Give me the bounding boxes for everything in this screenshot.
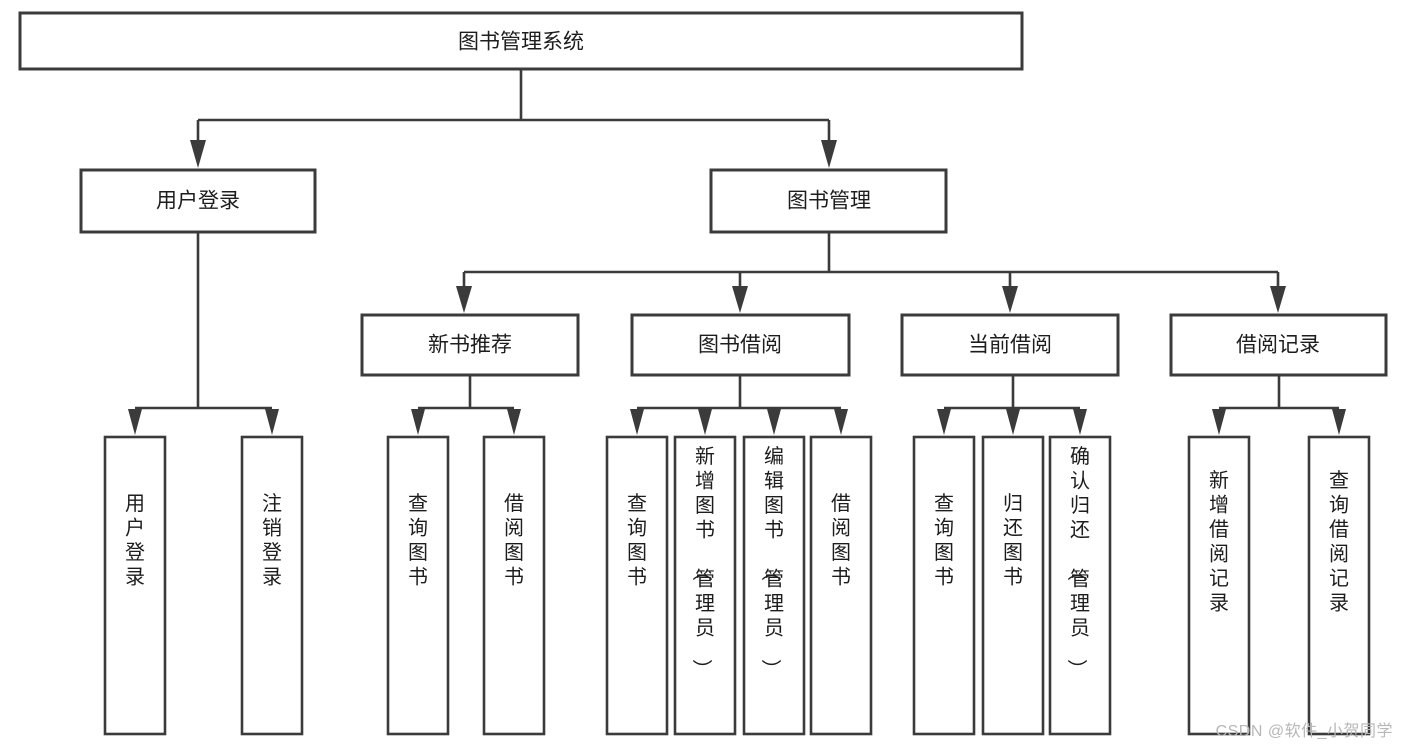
node-user-login-box[interactable]	[79, 168, 317, 234]
node-leaf-query-book-rec-label: 查询图书	[408, 492, 428, 589]
node-leaf-confirm-return-box[interactable]	[1048, 435, 1112, 736]
arrow-head-leaf-confirm-return	[1073, 409, 1087, 435]
node-leaf-confirm-return-label: 确认归还（管理员）	[1065, 445, 1090, 679]
node-leaf-borrow-book-bb-box[interactable]	[809, 435, 873, 736]
node-leaf-user-login-box[interactable]	[103, 435, 167, 736]
arrow-head-book-manage	[821, 140, 837, 168]
node-leaf-borrow-book-bb[interactable]: 借阅图书	[809, 435, 873, 736]
node-leaf-confirm-return[interactable]: 确认归还（管理员）	[1048, 435, 1112, 736]
node-leaf-add-record[interactable]: 新增借阅记录	[1187, 435, 1251, 736]
node-user-login-label: 用户登录	[156, 190, 240, 213]
node-current-borrow-box[interactable]	[900, 313, 1120, 377]
connector-group-book-borrow	[630, 375, 848, 435]
node-leaf-borrow-book-rec-box[interactable]	[482, 435, 546, 736]
node-new-book-rec[interactable]: 新书推荐	[360, 313, 580, 377]
node-leaf-query-book-bb[interactable]: 查询图书	[605, 435, 669, 736]
node-book-manage-label: 图书管理	[787, 190, 871, 213]
connector-group-user-login	[128, 232, 279, 435]
node-leaf-query-record-box[interactable]	[1307, 435, 1371, 736]
node-leaf-add-record-label: 新增借阅记录	[1209, 469, 1229, 615]
node-leaf-logout-box[interactable]	[240, 435, 304, 736]
node-leaf-return-book[interactable]: 归还图书	[981, 435, 1045, 736]
connector-group-book-manage	[456, 232, 1286, 313]
node-leaf-query-book-cb[interactable]: 查询图书	[912, 435, 976, 736]
arrow-head-leaf-user-login	[128, 409, 142, 435]
arrow-head-leaf-add-book	[698, 409, 712, 435]
node-leaf-add-book-label: 新增图书（管理员）	[690, 445, 715, 679]
node-root[interactable]: 图书管理系统	[18, 11, 1024, 71]
node-leaf-user-login-label: 用户登录	[125, 493, 145, 589]
node-leaf-query-book-cb-box[interactable]	[912, 435, 976, 736]
node-leaf-edit-book[interactable]: 编辑图书（管理员）	[742, 435, 806, 736]
node-leaf-query-book-rec-box[interactable]	[386, 435, 450, 736]
node-leaf-edit-book-box[interactable]	[742, 435, 806, 736]
connector-group-new-book-rec	[411, 375, 521, 435]
node-leaf-return-book-label: 归还图书	[1003, 492, 1023, 589]
node-leaf-add-record-box[interactable]	[1187, 435, 1251, 736]
node-leaf-borrow-book-bb-label: 借阅图书	[831, 492, 851, 589]
node-leaf-query-book-rec[interactable]: 查询图书	[386, 435, 450, 736]
node-new-book-rec-box[interactable]	[360, 313, 580, 377]
node-leaf-add-book[interactable]: 新增图书（管理员）	[673, 435, 737, 736]
arrow-head-leaf-borrow-book-bb	[834, 409, 848, 435]
node-leaf-user-login[interactable]: 用户登录	[103, 435, 167, 736]
arrow-head-leaf-logout	[265, 409, 279, 435]
arrow-head-borrow-record	[1270, 286, 1286, 313]
node-leaf-logout-label: 注销登录	[262, 492, 282, 589]
node-leaf-query-record-label: 查询借阅记录	[1329, 469, 1349, 615]
node-leaf-query-book-cb-label: 查询图书	[934, 492, 954, 589]
node-leaf-add-book-box[interactable]	[673, 435, 737, 736]
node-leaf-query-book-bb-label: 查询图书	[627, 492, 647, 589]
arrow-head-leaf-query-book-cb	[937, 409, 951, 435]
node-borrow-record[interactable]: 借阅记录	[1169, 313, 1388, 377]
node-root-label: 图书管理系统	[458, 31, 584, 54]
connector-group-current-borrow	[937, 375, 1087, 435]
node-book-borrow[interactable]: 图书借阅	[630, 313, 851, 377]
arrow-head-leaf-add-record	[1212, 409, 1226, 435]
node-leaf-edit-book-label: 编辑图书（管理员）	[759, 445, 784, 679]
node-leaf-return-book-box[interactable]	[981, 435, 1045, 736]
node-leaf-logout[interactable]: 注销登录	[240, 435, 304, 736]
node-current-borrow[interactable]: 当前借阅	[900, 313, 1120, 377]
connector-group-root	[190, 69, 837, 168]
node-user-login[interactable]: 用户登录	[79, 168, 317, 234]
node-new-book-rec-label: 新书推荐	[428, 334, 512, 357]
node-leaf-query-record[interactable]: 查询借阅记录	[1307, 435, 1371, 736]
node-book-borrow-label: 图书借阅	[698, 334, 782, 357]
arrow-head-book-borrow	[732, 286, 748, 313]
arrow-head-user-login	[190, 140, 206, 168]
arrow-head-leaf-edit-book	[767, 409, 781, 435]
node-book-manage[interactable]: 图书管理	[709, 168, 948, 234]
node-leaf-borrow-book-rec-label: 借阅图书	[504, 492, 524, 589]
node-root-box[interactable]	[18, 11, 1024, 71]
connector-group-borrow-record	[1212, 375, 1346, 435]
node-current-borrow-label: 当前借阅	[968, 334, 1052, 357]
arrow-head-leaf-query-record	[1332, 409, 1346, 435]
node-leaf-query-book-bb-box[interactable]	[605, 435, 669, 736]
arrow-head-current-borrow	[1002, 286, 1018, 313]
node-book-manage-box[interactable]	[709, 168, 948, 234]
node-leaf-borrow-book-rec[interactable]: 借阅图书	[482, 435, 546, 736]
arrow-head-leaf-borrow-book-rec	[507, 409, 521, 435]
arrow-head-leaf-query-book-rec	[411, 409, 425, 435]
node-book-borrow-box[interactable]	[630, 313, 851, 377]
node-borrow-record-box[interactable]	[1169, 313, 1388, 377]
arrow-head-new-book-rec	[456, 286, 472, 313]
arrow-head-leaf-return-book	[1006, 409, 1020, 435]
node-borrow-record-label: 借阅记录	[1236, 334, 1320, 357]
arrow-head-leaf-query-book-bb	[630, 409, 644, 435]
watermark-text: CSDN @软件_小贺同学	[1215, 723, 1393, 740]
